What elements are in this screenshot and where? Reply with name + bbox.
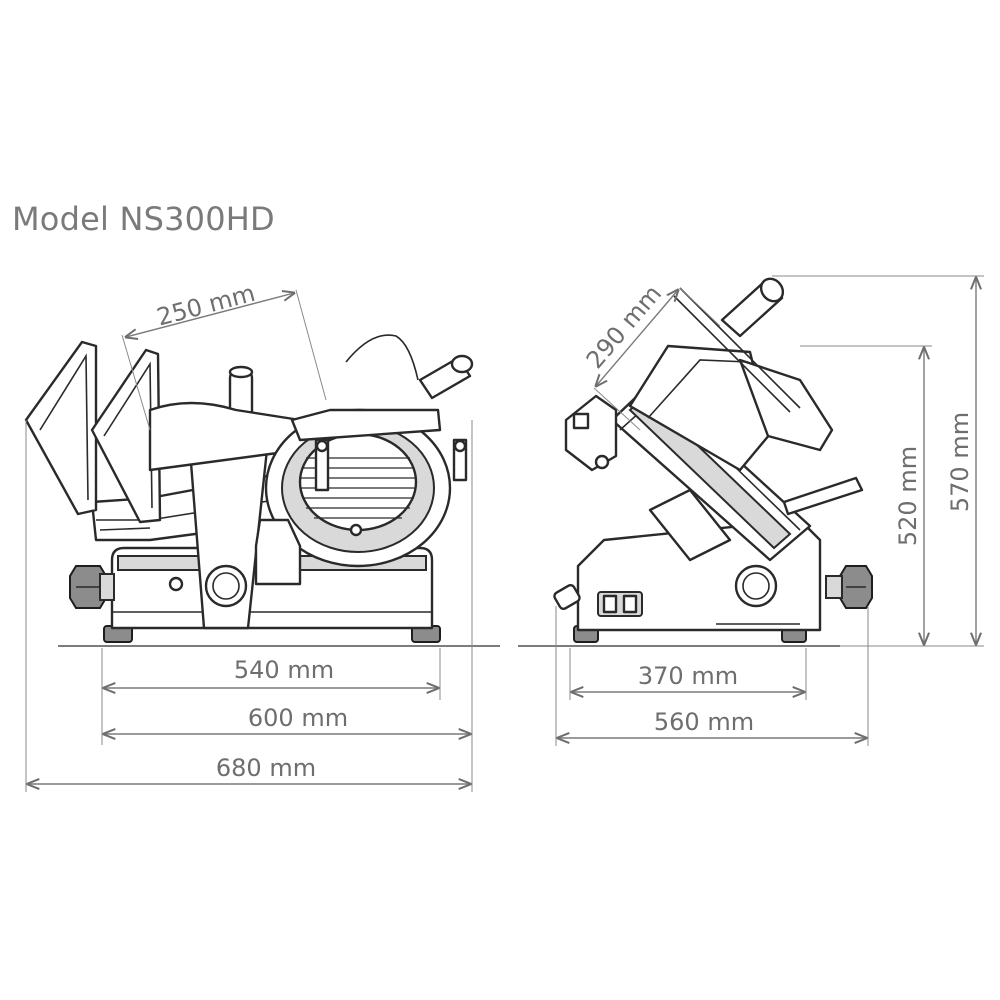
dim-label-overall-width: 680 mm xyxy=(216,754,316,782)
dim-label-blade-travel: 250 mm xyxy=(154,279,258,332)
dim-label-base-depth: 370 mm xyxy=(638,662,738,690)
dim-570: 570 mm xyxy=(772,275,984,647)
dim-label-body-height: 520 mm xyxy=(894,446,922,546)
dim-label-overall-height: 570 mm xyxy=(946,412,974,512)
dim-520: 520 mm xyxy=(800,345,932,647)
dim-label-carriage: 290 mm xyxy=(581,280,667,374)
side-view-slicer xyxy=(553,277,873,643)
dim-600: 600 mm xyxy=(104,420,473,792)
dim-680: 680 mm xyxy=(25,420,470,792)
dim-label-base-width: 540 mm xyxy=(234,656,334,684)
dim-label-overall-depth: 560 mm xyxy=(654,708,754,736)
dim-540: 540 mm xyxy=(101,648,441,745)
dim-label-body-width: 600 mm xyxy=(248,704,348,732)
model-title: Model NS300HD xyxy=(12,200,275,238)
dim-560: 560 mm xyxy=(555,606,869,746)
front-view-slicer xyxy=(24,334,474,643)
dim-370: 370 mm xyxy=(569,648,807,700)
